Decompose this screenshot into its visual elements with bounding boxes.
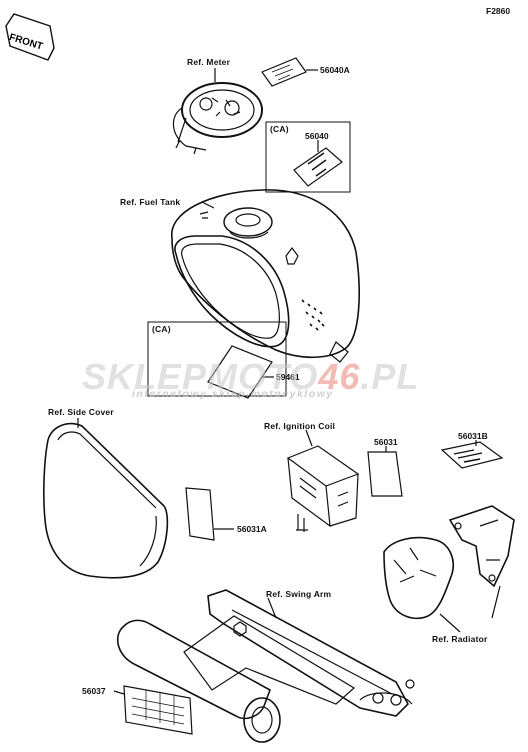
part-number-59461: 59461 bbox=[276, 372, 300, 382]
part-number-56031A: 56031A bbox=[237, 524, 267, 534]
figure-code: F2860 bbox=[486, 6, 511, 16]
label-56040A-drawing bbox=[261, 57, 307, 87]
ca-box-1-label: (CA) bbox=[270, 124, 289, 134]
label-56031-drawing bbox=[367, 451, 403, 497]
watermark-brand: SKLEPMOTO46.PL bbox=[82, 356, 419, 398]
part-number-56031B: 56031B bbox=[458, 431, 488, 441]
meter-label: Ref. Meter bbox=[187, 57, 231, 67]
ignition-coil-label: Ref. Ignition Coil bbox=[264, 421, 336, 431]
fuel-tank-label: Ref. Fuel Tank bbox=[120, 197, 181, 207]
ignition-coil-drawing bbox=[286, 445, 360, 532]
label-56031B-drawing bbox=[440, 441, 504, 469]
radiator-label: Ref. Radiator bbox=[432, 634, 488, 644]
watermark-tagline: internetowy sklep motocyklowy bbox=[132, 388, 334, 400]
part-number-56037: 56037 bbox=[82, 686, 106, 696]
meter-drawing bbox=[172, 82, 263, 155]
ca-box-2-label: (CA) bbox=[152, 324, 171, 334]
label-56040-drawing bbox=[293, 147, 343, 187]
ca-box-1 bbox=[265, 121, 351, 193]
front-arrow-icon bbox=[5, 13, 55, 61]
part-number-56031: 56031 bbox=[374, 437, 398, 447]
fuel-tank-drawing bbox=[171, 189, 360, 363]
watermark-brand-a: SKLEP bbox=[82, 356, 208, 397]
part-number-56040A: 56040A bbox=[320, 65, 350, 75]
watermark-brand-b: MOTO bbox=[207, 356, 319, 397]
swing-arm-drawing bbox=[116, 589, 415, 743]
label-56037-drawing bbox=[123, 685, 193, 735]
side-cover-label: Ref. Side Cover bbox=[48, 407, 114, 417]
side-cover-drawing bbox=[43, 422, 169, 579]
watermark-brand-c: 46 bbox=[318, 356, 361, 397]
part-number-56040: 56040 bbox=[305, 131, 329, 141]
label-56031A-drawing bbox=[185, 487, 215, 541]
watermark-brand-d: .PL bbox=[360, 356, 420, 397]
radiator-drawing bbox=[383, 505, 515, 620]
swing-arm-label: Ref. Swing Arm bbox=[266, 589, 332, 599]
ca-box-2 bbox=[147, 321, 287, 397]
label-59461-drawing bbox=[207, 345, 273, 399]
